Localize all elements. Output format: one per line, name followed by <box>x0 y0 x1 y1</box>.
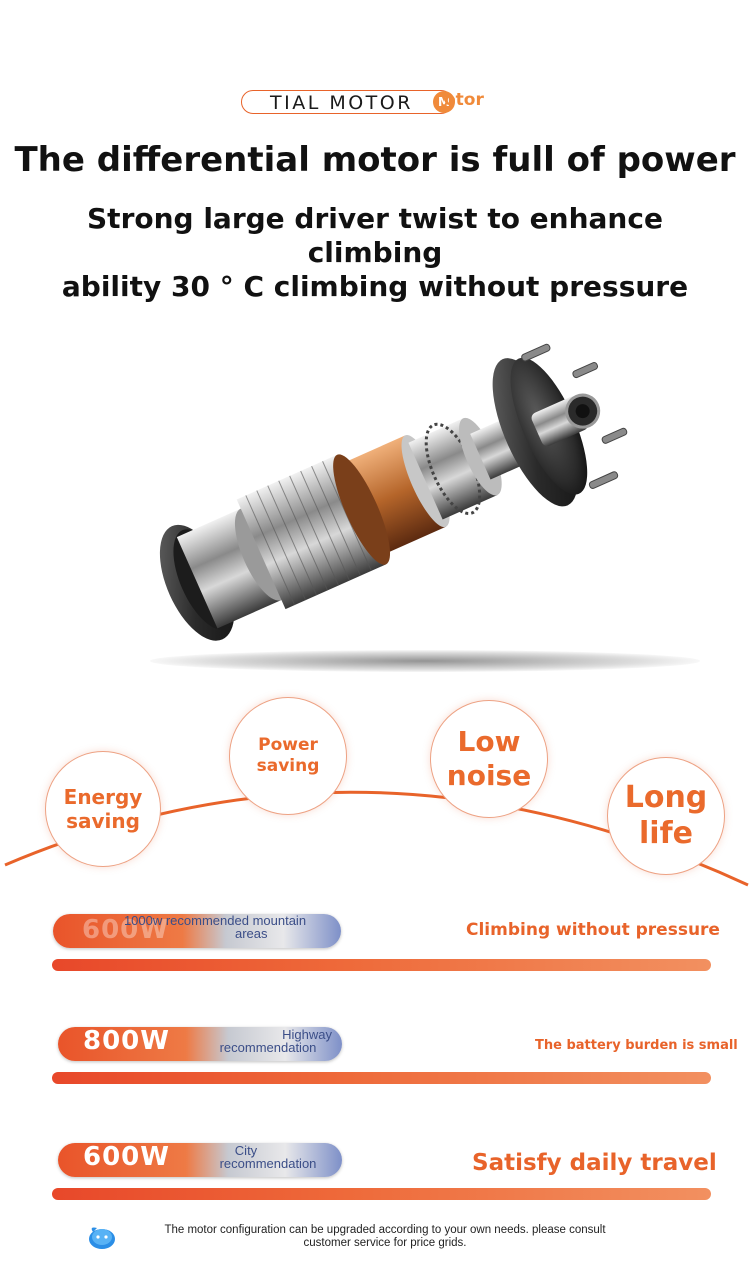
power-bar <box>52 959 711 971</box>
power-badge-note: Highway recommendation <box>200 1028 336 1054</box>
power-badge <box>53 914 341 948</box>
feature-low-noise: Low noise <box>430 700 548 818</box>
feature-line: saving <box>256 756 320 776</box>
power-row-caption: The battery burden is small <box>535 1038 738 1053</box>
feature-line: life <box>639 816 693 851</box>
feature-line: saving <box>66 809 140 833</box>
power-badge-watt: 600W <box>82 915 169 945</box>
feature-energy-saving: Energy saving <box>45 751 161 867</box>
motor-badge-icon: M <box>433 91 455 113</box>
feature-line: Power <box>258 735 318 755</box>
note-line: City <box>234 1143 258 1158</box>
feature-line: Long <box>624 780 708 815</box>
footnote: The motor configuration can be upgraded … <box>120 1224 650 1250</box>
feature-line: Energy <box>63 785 143 809</box>
feature-line: Low <box>457 725 521 758</box>
feature-long-life: Long life <box>607 757 725 875</box>
section-label-accent: otor <box>444 90 484 110</box>
power-row-caption: Satisfy daily travel <box>472 1150 717 1176</box>
power-badge-note: 1000w recommended mountain areas <box>95 914 335 940</box>
power-badge <box>58 1027 342 1061</box>
power-badge-watt: 800W <box>83 1026 170 1056</box>
note-line: Highway <box>282 1027 332 1042</box>
footnote-line-1: The motor configuration can be upgraded … <box>164 1224 606 1236</box>
page-subtitle: Strong large driver twist to enhance cli… <box>20 202 730 304</box>
water-drop-icon <box>89 1227 115 1249</box>
note-line: 1000w recommended mountain <box>123 913 307 928</box>
note-line: recommendation <box>219 1040 317 1055</box>
subtitle-line-2: ability 30 ° C climbing without pressure <box>61 270 689 303</box>
motor-shadow <box>150 650 700 672</box>
note-line: recommendation <box>219 1156 317 1171</box>
power-bar <box>52 1188 711 1200</box>
note-line: areas <box>235 926 268 941</box>
power-row-caption: Climbing without pressure <box>466 920 720 940</box>
power-badge-note: City recommendation <box>198 1144 338 1170</box>
footnote-line-2: customer service for price grids. <box>303 1237 467 1249</box>
power-badge <box>58 1143 342 1177</box>
subtitle-line-1: Strong large driver twist to enhance cli… <box>87 202 663 269</box>
motor-illustration <box>159 343 628 641</box>
power-bar <box>52 1072 711 1084</box>
feature-line: noise <box>446 759 532 792</box>
power-badge-watt: 600W <box>83 1142 170 1172</box>
page-title: The differential motor is full of power <box>14 140 736 180</box>
feature-power-saving: Power saving <box>229 697 347 815</box>
section-label-text: TIAL MOTOR <box>270 92 413 114</box>
